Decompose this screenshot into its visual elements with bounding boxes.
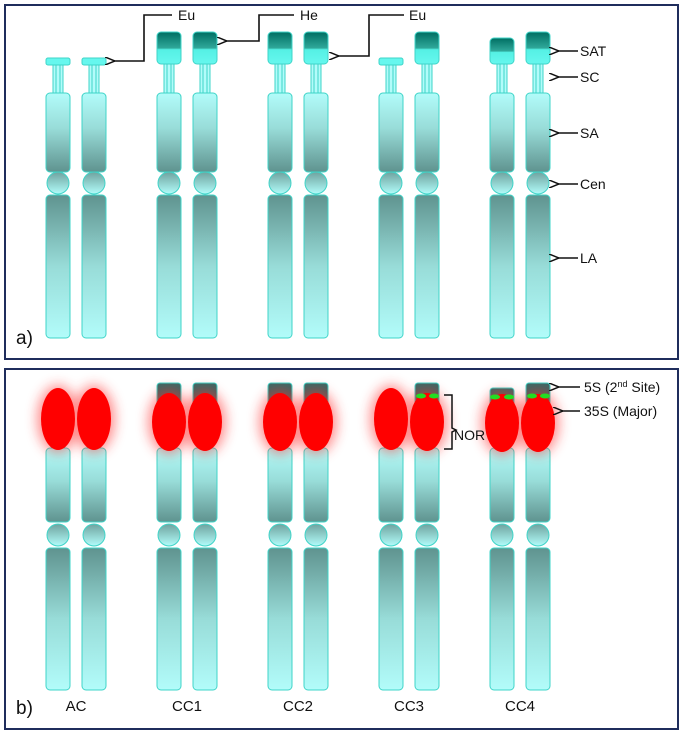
panel-label-a: a)	[16, 328, 33, 349]
pair-label-cc3: CC3	[394, 698, 424, 715]
pair-label-cc2: CC2	[283, 698, 313, 715]
pair-label-cc1: CC1	[172, 698, 202, 715]
nor-bracket	[444, 394, 458, 450]
chromosome-bodies-b	[45, 382, 551, 691]
pair-label-cc4: CC4	[505, 698, 535, 715]
panel-a-side-arrows	[558, 51, 578, 258]
panel-a-chromosomes	[45, 31, 551, 339]
chromosome-pair-2-a	[156, 31, 218, 339]
annotation-eu-2: Eu	[409, 7, 426, 23]
annotation-he: He	[300, 7, 318, 23]
chromosome-pair-1-a	[45, 57, 107, 339]
label-sa: SA	[580, 125, 599, 141]
chromosome-pair-3-a	[267, 31, 329, 339]
label-5s: 5S (2nd Site)	[584, 379, 660, 395]
annotation-eu-1: Eu	[178, 7, 195, 23]
label-sc: SC	[580, 69, 599, 85]
label-nor: NOR	[454, 427, 485, 443]
chromosome-pair-4-a	[378, 31, 440, 339]
signal-35s	[41, 388, 555, 452]
signal-35s-glow	[37, 385, 559, 455]
label-35s: 35S (Major)	[584, 403, 657, 419]
label-la: LA	[580, 250, 598, 266]
pair-label-ac: AC	[66, 698, 87, 715]
panel-a	[4, 4, 679, 360]
panel-b	[4, 368, 679, 730]
signal-5s	[416, 393, 550, 400]
label-cen: Cen	[580, 176, 606, 192]
panel-b-side-arrows	[558, 387, 580, 411]
label-sat: SAT	[580, 43, 607, 59]
panel-a-leaders	[114, 14, 404, 61]
panel-b-chromosomes	[37, 382, 559, 691]
panel-label-b: b)	[16, 698, 33, 719]
chromosome-pair-5-a	[489, 31, 551, 339]
